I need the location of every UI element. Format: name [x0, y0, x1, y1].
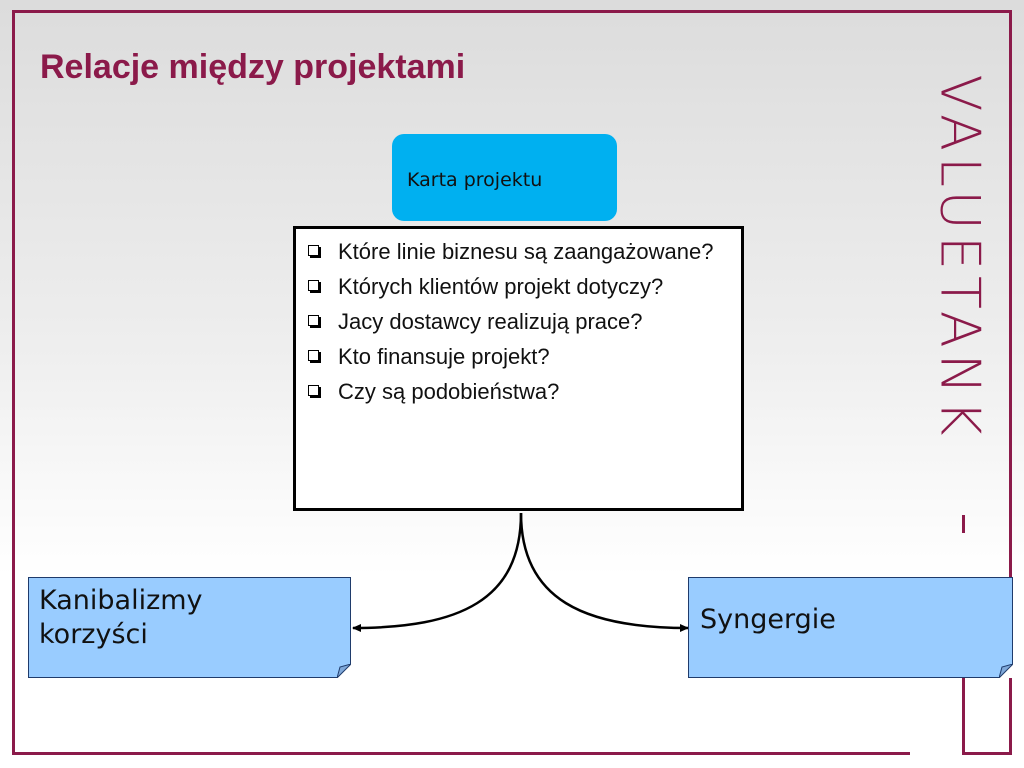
questions-list: Które linie biznesu są zaangażowane? Któ…: [296, 229, 741, 407]
kanibalizmy-label: Kanibalizmy korzyści: [39, 585, 203, 650]
frame-right-border: [1009, 10, 1012, 755]
karta-projektu-label: Karta projektu: [407, 169, 543, 191]
logo-frame-bottom: [962, 752, 1012, 755]
question-text: Jacy dostawcy realizują prace?: [338, 309, 643, 334]
frame-top-border: [12, 10, 1012, 13]
questions-box: Które linie biznesu są zaangażowane? Któ…: [293, 226, 744, 511]
connector-left-branch: [352, 512, 523, 632]
question-item: Kto finansuje projekt?: [306, 342, 731, 372]
kanibalizmy-note: Kanibalizmy korzyści: [28, 577, 351, 678]
checkbox-bullet-icon: [308, 245, 319, 256]
question-text: Czy są podobieństwa?: [338, 379, 560, 404]
frame-bottom-border: [12, 752, 910, 755]
question-item: Których klientów projekt dotyczy?: [306, 272, 731, 302]
checkbox-bullet-icon: [308, 315, 319, 326]
question-text: Które linie biznesu są zaangażowane?: [338, 239, 714, 264]
connector-right-branch: [519, 512, 689, 632]
folded-corner-icon: [999, 664, 1013, 678]
checkbox-bullet-icon: [308, 280, 319, 291]
syngergie-label: Syngergie: [700, 604, 836, 635]
checkbox-bullet-icon: [308, 385, 319, 396]
slide-title: Relacje między projektami: [40, 48, 466, 86]
frame-left-border: [12, 10, 15, 755]
checkbox-bullet-icon: [308, 350, 319, 361]
karta-projektu-box: Karta projektu: [392, 134, 617, 221]
question-item: Czy są podobieństwa?: [306, 377, 731, 407]
logo-frame-tick: [962, 515, 965, 533]
question-text: Których klientów projekt dotyczy?: [338, 274, 664, 299]
question-item: Które linie biznesu są zaangażowane?: [306, 237, 731, 267]
question-text: Kto finansuje projekt?: [338, 344, 550, 369]
folded-corner-icon: [337, 664, 351, 678]
valuetank-logo: VALUETANK: [928, 74, 992, 442]
syngergie-note: Syngergie: [688, 577, 1013, 678]
question-item: Jacy dostawcy realizują prace?: [306, 307, 731, 337]
